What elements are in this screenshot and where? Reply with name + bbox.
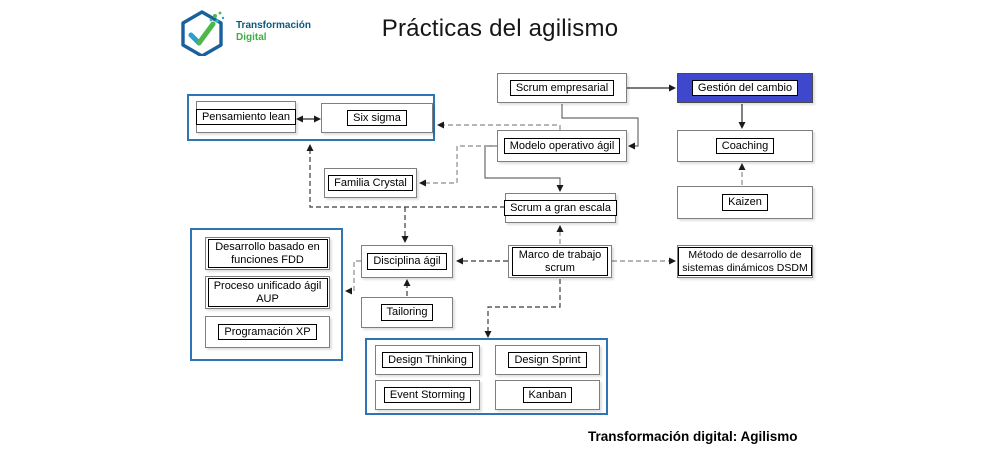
node-label: Design Sprint — [508, 351, 587, 369]
connector-disciplina-group2 — [351, 260, 361, 292]
node-coaching: Coaching — [677, 130, 813, 162]
node-label: Familia Crystal — [328, 174, 413, 192]
node-label: Disciplina ágil — [367, 253, 447, 270]
node-label: Event Storming — [383, 386, 472, 404]
node-kaizen: Kaizen — [677, 186, 813, 219]
node-label: Tailoring — [380, 304, 434, 321]
node-event-storming: Event Storming — [375, 380, 480, 410]
logo-hexagon-check-icon — [181, 10, 225, 56]
group-fdd-aup-xp — [190, 228, 343, 361]
footer-caption: Transformación digital: Agilismo — [588, 429, 798, 444]
node-metodo-dsdm: Método de desarrollo de sistemas dinámic… — [677, 245, 813, 278]
logo-line1: Transformación — [236, 20, 312, 31]
node-label: Six sigma — [347, 109, 407, 127]
node-label: Método de desarrollo de sistemas dinámic… — [678, 247, 812, 276]
connector-marco-group3 — [487, 279, 561, 331]
logo: Transformación Digital — [176, 8, 311, 56]
node-label: Kanban — [522, 386, 573, 404]
node-label: Scrum a gran escala — [504, 199, 617, 217]
node-six-sigma: Six sigma — [321, 103, 433, 133]
group-design-practices — [365, 338, 608, 415]
node-label: Marco de trabajo scrum — [512, 246, 608, 277]
connector-modelo-familia — [425, 145, 497, 184]
node-gestion-del-cambio: Gestión del cambio — [677, 73, 813, 103]
logo-text: Transformación Digital — [236, 20, 311, 43]
node-label: Coaching — [715, 137, 775, 155]
node-disciplina-agil: Disciplina ágil — [361, 245, 453, 278]
node-programacion-xp: Programación XP — [205, 316, 330, 348]
node-modelo-operativo-agil: Modelo operativo ágil — [497, 130, 627, 162]
node-scrum-empresarial: Scrum empresarial — [497, 73, 627, 103]
node-label: Kaizen — [722, 194, 768, 211]
node-tailoring: Tailoring — [361, 297, 453, 328]
logo-line2: Digital — [236, 31, 267, 43]
page-title: Prácticas del agilismo — [381, 15, 619, 42]
node-label: Gestión del cambio — [691, 79, 799, 97]
node-label: Proceso unificado ágil AUP — [207, 277, 328, 308]
node-familia-crystal: Familia Crystal — [324, 168, 417, 198]
node-label: Scrum empresarial — [509, 79, 615, 97]
node-label: Programación XP — [218, 323, 317, 341]
node-label: Design Thinking — [382, 351, 473, 369]
node-design-thinking: Design Thinking — [375, 345, 480, 375]
node-desarrollo-fdd: Desarrollo basado en funciones FDD — [205, 237, 330, 270]
node-pensamiento-lean: Pensamiento lean — [195, 101, 297, 133]
node-label: Modelo operativo ágil — [503, 137, 621, 155]
node-kanban: Kanban — [495, 380, 600, 410]
group-lean-sixsigma — [187, 94, 435, 141]
node-label: Pensamiento lean — [195, 108, 297, 126]
node-proceso-aup: Proceso unificado ágil AUP — [205, 276, 330, 309]
node-label: Desarrollo basado en funciones FDD — [207, 238, 328, 269]
node-design-sprint: Design Sprint — [495, 345, 600, 375]
node-scrum-a-gran-escala: Scrum a gran escala — [504, 193, 617, 223]
node-marco-de-trabajo-scrum: Marco de trabajo scrum — [508, 245, 612, 278]
